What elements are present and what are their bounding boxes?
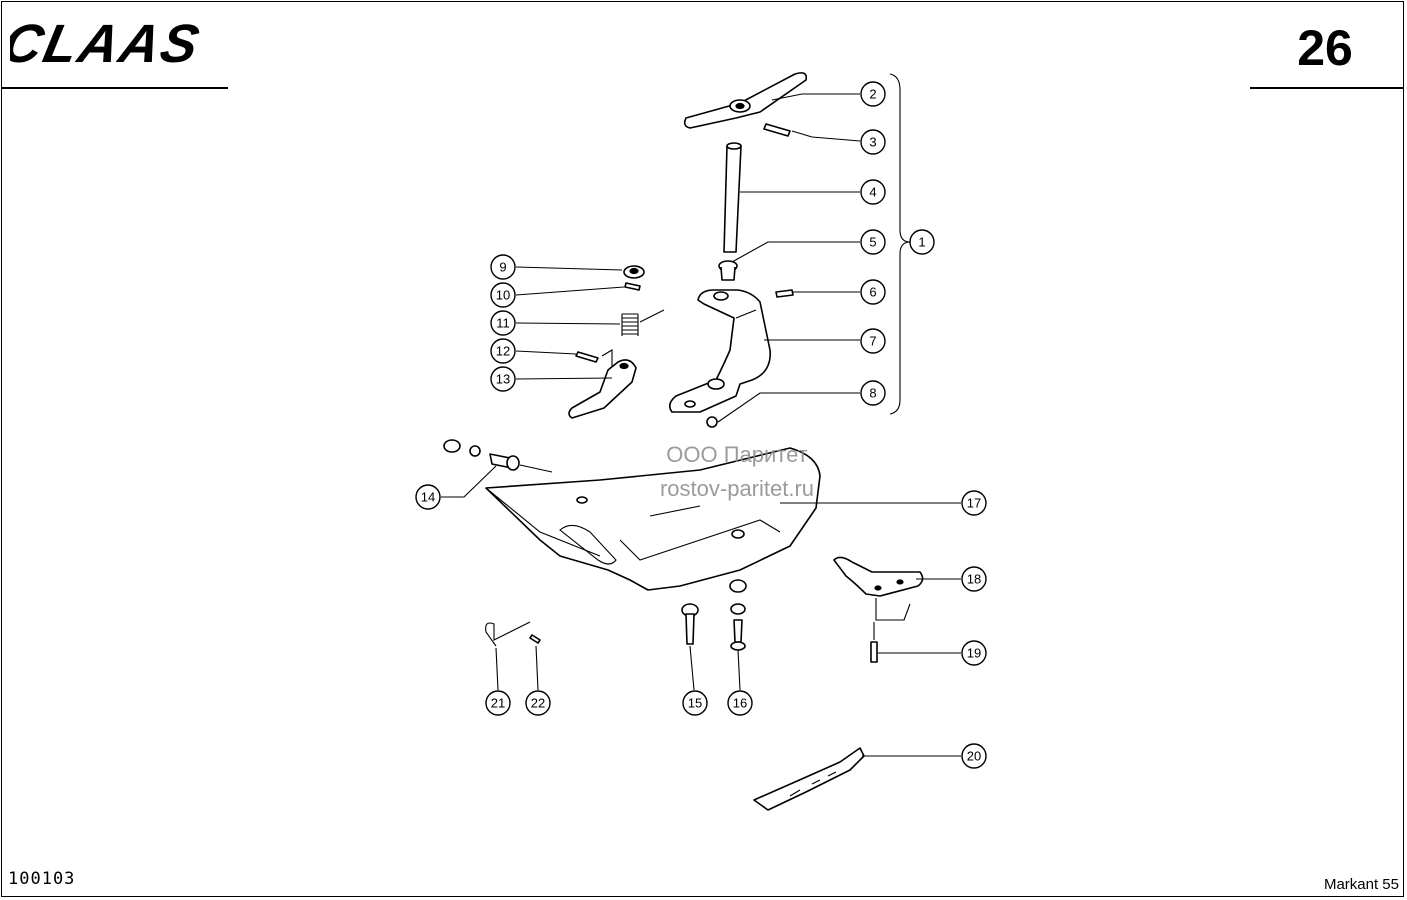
callout-1: 1	[909, 229, 935, 255]
svg-text:17: 17	[967, 496, 981, 511]
part-bracket	[668, 289, 771, 413]
callout-10: 10	[490, 282, 516, 308]
part-pin-3	[763, 123, 813, 138]
svg-text:6: 6	[869, 285, 876, 300]
svg-text:5: 5	[869, 235, 876, 250]
watermark-line-2: rostov-paritet.ru	[659, 476, 815, 501]
callout-8: 8	[860, 380, 886, 406]
part-carriage-bolt	[681, 603, 699, 645]
svg-text:22: 22	[531, 696, 545, 711]
callout-18: 18	[961, 566, 987, 592]
svg-text:8: 8	[869, 386, 876, 401]
callout-22: 22	[525, 690, 551, 716]
part-shaft	[723, 142, 742, 253]
svg-text:11: 11	[496, 316, 510, 331]
watermark: ООО Паритет rostov-paritet.ru	[612, 438, 862, 506]
callout-12: 12	[490, 338, 516, 364]
svg-text:21: 21	[491, 696, 505, 711]
callout-5: 5	[860, 229, 886, 255]
part-bolt-14	[443, 439, 553, 473]
group-bracket	[889, 73, 911, 415]
part-arm	[568, 359, 637, 419]
part-pin-12	[575, 349, 613, 366]
leader-lines	[441, 93, 961, 757]
svg-text:CLAAS: CLAAS	[10, 14, 206, 72]
svg-text:9: 9	[499, 260, 506, 275]
part-nut-9	[623, 265, 645, 279]
svg-text:2: 2	[869, 87, 876, 102]
svg-text:13: 13	[496, 372, 510, 387]
callout-20: 20	[961, 743, 987, 769]
part-bushing	[718, 260, 738, 281]
callout-16: 16	[727, 690, 753, 716]
part-lever	[683, 72, 808, 129]
part-guard-plate	[485, 447, 821, 591]
callout-7: 7	[860, 328, 886, 354]
header-rule-right	[1250, 87, 1403, 89]
svg-text:20: 20	[967, 749, 981, 764]
callout-2: 2	[860, 81, 886, 107]
callout-15: 15	[682, 690, 708, 716]
svg-text:15: 15	[688, 696, 702, 711]
callout-6: 6	[860, 279, 886, 305]
callout-4: 4	[860, 179, 886, 205]
callout-17: 17	[961, 490, 987, 516]
header-rule-left	[2, 87, 228, 89]
svg-text:7: 7	[869, 334, 876, 349]
part-spring	[621, 309, 665, 336]
svg-text:14: 14	[421, 490, 435, 505]
part-clip-bracket	[833, 556, 924, 621]
part-grub-screw	[775, 289, 794, 298]
svg-text:16: 16	[733, 696, 747, 711]
svg-text:1: 1	[918, 235, 925, 250]
claas-logo: CLAAS	[10, 14, 206, 72]
callout-13: 13	[490, 366, 516, 392]
svg-text:12: 12	[496, 344, 510, 359]
document-code: 100103	[8, 869, 76, 889]
part-knife-blade	[753, 747, 865, 811]
callout-11: 11	[490, 310, 516, 336]
callout-3: 3	[860, 129, 886, 155]
watermark-line-1: ООО Паритет	[666, 442, 808, 467]
svg-text:4: 4	[869, 185, 876, 200]
svg-text:10: 10	[496, 288, 510, 303]
svg-text:19: 19	[967, 646, 981, 661]
part-spring-clip	[485, 621, 531, 647]
callout-21: 21	[485, 690, 511, 716]
page-number: 26	[1297, 20, 1353, 76]
part-sleeve	[706, 416, 718, 428]
svg-text:3: 3	[869, 135, 876, 150]
callout-14: 14	[415, 484, 441, 510]
callout-19: 19	[961, 640, 987, 666]
model-label: Markant 55	[1323, 876, 1399, 893]
svg-text:18: 18	[967, 572, 981, 587]
part-pin-19	[870, 622, 878, 663]
callout-9: 9	[490, 254, 516, 280]
part-screw-16	[729, 579, 747, 651]
part-pin-22	[529, 634, 541, 644]
part-pin-10	[624, 282, 641, 291]
